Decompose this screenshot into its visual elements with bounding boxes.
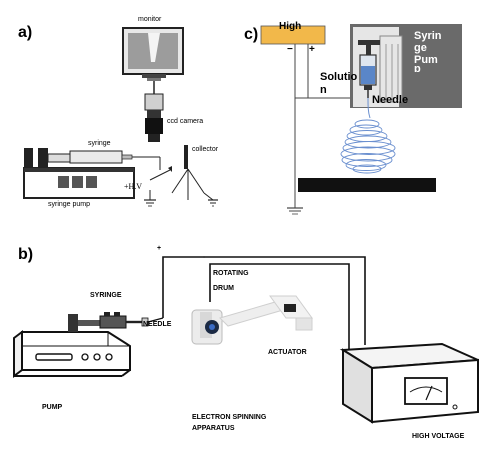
plus-terminal-b: + bbox=[157, 245, 162, 252]
rotating-drum bbox=[191, 309, 223, 345]
minus-terminal-c: − bbox=[287, 44, 293, 55]
fiber-jet bbox=[367, 97, 371, 119]
solution-label: Solutio n bbox=[320, 71, 357, 97]
hv-label: +H.V bbox=[124, 182, 143, 191]
apparatus-label-1: ELECTRON SPINNING bbox=[192, 414, 267, 421]
syringe-pump-text-3: Pum bbox=[414, 54, 438, 66]
rotating-label: ROTATING bbox=[213, 270, 249, 277]
ccd-camera bbox=[144, 93, 164, 111]
apparatus-label-2: APPARATUS bbox=[192, 425, 235, 432]
syringe-b bbox=[99, 315, 127, 329]
actuator-label: ACTUATOR bbox=[268, 349, 307, 356]
high-voltage-unit bbox=[339, 342, 479, 424]
panel-b-label: b) bbox=[18, 246, 34, 263]
high-voltage-text: High bbox=[279, 21, 302, 32]
plus-terminal-c: + bbox=[309, 44, 315, 55]
panel-a-label: a) bbox=[18, 24, 33, 41]
panel-a-illustration bbox=[23, 27, 218, 207]
panel-b-illustration bbox=[13, 256, 479, 424]
ccd-camera-label: ccd camera bbox=[167, 118, 204, 125]
syringe-pump-text: Syrin ge Pum p bbox=[414, 30, 442, 72]
collector-label: collector bbox=[192, 146, 219, 153]
drum-label: DRUM bbox=[213, 285, 234, 292]
pump bbox=[21, 331, 131, 371]
actuator bbox=[219, 295, 313, 331]
high-voltage-label: HIGH VOLTAGE bbox=[412, 433, 465, 440]
needle-label-c: Needle bbox=[372, 94, 409, 106]
needle-label-b: NEEDLE bbox=[143, 321, 172, 328]
monitor-label: monitor bbox=[138, 16, 162, 23]
solution-label-2: n bbox=[320, 84, 327, 96]
solution-fill bbox=[361, 66, 375, 84]
panel-c-label: c) bbox=[244, 26, 259, 43]
syringe-pump-label: syringe pump bbox=[48, 201, 91, 208]
syringe-label-b: SYRINGE bbox=[90, 292, 122, 299]
high-voltage-box bbox=[260, 25, 326, 45]
panel-c-illustration bbox=[260, 24, 462, 215]
solution-label-1: Solutio bbox=[320, 71, 358, 83]
syringe-pump-text-2: ge bbox=[414, 42, 427, 54]
collector bbox=[184, 145, 188, 169]
syringe-pump-text-4: p bbox=[414, 66, 421, 72]
collector-plate bbox=[298, 178, 436, 192]
pump-label: PUMP bbox=[42, 404, 63, 411]
fiber-coil bbox=[340, 119, 396, 174]
syringe-label-a: syringe bbox=[88, 140, 111, 147]
syringe-pump-text-1: Syrin bbox=[414, 30, 442, 42]
syringe-a bbox=[69, 150, 123, 164]
minus-terminal-b: - bbox=[203, 254, 206, 261]
